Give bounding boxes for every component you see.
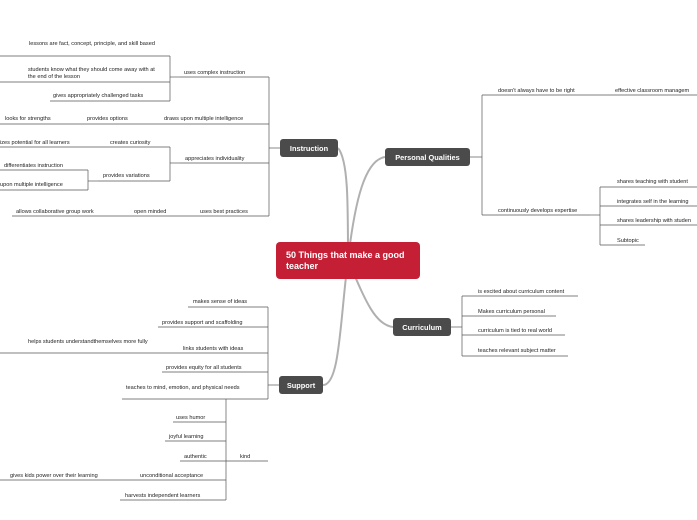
topic-mind-emotion-physical[interactable]: teaches to mind, emotion, and physical n… <box>126 385 240 391</box>
topic-tied-real-world[interactable]: curriculum is tied to real world <box>478 328 552 334</box>
branch-curriculum[interactable]: Curriculum <box>393 318 451 336</box>
curriculum-lines <box>451 295 578 357</box>
topic-uses-humor[interactable]: uses humor <box>176 415 206 421</box>
topic-support-scaffolding[interactable]: provides support and scaffolding <box>162 320 243 326</box>
topic-kids-power-learning[interactable]: gives kids power over their learning <box>10 473 98 479</box>
topic-shares-teaching[interactable]: shares teaching with student <box>617 179 688 185</box>
topic-students-know[interactable]: students know what they should come away… <box>28 67 155 80</box>
topic-excited-curriculum[interactable]: is excited about curriculum content <box>478 289 565 295</box>
topic-relevant-subject[interactable]: teaches relevant subject matter <box>478 348 556 354</box>
topic-kind[interactable]: kind <box>240 454 251 460</box>
branch-instruction[interactable]: Instruction <box>280 139 338 157</box>
topic-lessons-fact-concept[interactable]: lessons are fact, concept, principle, an… <box>29 41 155 47</box>
topic-equity-all-students[interactable]: provides equity for all students <box>166 365 242 371</box>
connector-personal <box>347 156 386 261</box>
topic-develops-expertise[interactable]: continuously develops expertise <box>498 208 578 214</box>
topic-appreciates-individuality[interactable]: appreciates individuality <box>185 156 245 162</box>
topic-potential-all-learners[interactable]: izes potential for all learners <box>0 140 70 146</box>
topic-not-always-right[interactable]: doesn't always have to be right <box>498 88 575 94</box>
instruction-lines <box>0 55 280 217</box>
topic-collaborative-group-work[interactable]: allows collaborative group work <box>16 209 94 215</box>
connector-instruction <box>337 147 349 261</box>
topic-draws-multiple-intelligence[interactable]: draws upon multiple intelligence <box>164 116 244 122</box>
topic-differentiates-instruction[interactable]: differentiates instruction <box>4 163 63 169</box>
personal-lines <box>470 94 697 246</box>
topic-uses-complex-instruction[interactable]: uses complex instruction <box>184 70 246 76</box>
connector-support <box>322 259 349 386</box>
topic-shares-leadership[interactable]: shares leadership with studen <box>617 218 692 224</box>
topic-joyful-learning[interactable]: joyful learning <box>169 434 204 440</box>
topic-uses-best-practices[interactable]: uses best practices <box>200 209 248 215</box>
topic-independent-learners[interactable]: harvests independent learners <box>125 493 201 499</box>
topic-helps-understand[interactable]: helps students understandthemselves more… <box>28 339 148 345</box>
topic-looks-for-strengths[interactable]: looks for strengths <box>5 116 51 122</box>
topic-creates-curiosity[interactable]: creates curiosity <box>110 140 151 146</box>
topic-provides-variations[interactable]: provides variations <box>103 173 150 179</box>
topic-integrates-self[interactable]: integrates self in the learning <box>617 199 689 205</box>
branch-support[interactable]: Support <box>279 376 323 394</box>
topic-subtopic[interactable]: Subtopic <box>617 238 639 244</box>
topic-provides-options[interactable]: provides options <box>87 116 128 122</box>
topic-links-students-ideas[interactable]: links students with ideas <box>183 346 244 352</box>
topic-open-minded[interactable]: open minded <box>134 209 167 215</box>
topic-authentic[interactable]: authentic <box>184 454 207 460</box>
topic-effective-classroom-management[interactable]: effective classroom managem <box>615 88 690 94</box>
topic-upon-multiple-intelligence[interactable]: upon multiple intelligence <box>0 182 63 188</box>
topic-unconditional-acceptance[interactable]: unconditional acceptance <box>140 473 204 479</box>
branch-personal-qualities[interactable]: Personal Qualities <box>385 148 470 166</box>
topic-gives-challenged-tasks[interactable]: gives appropriately challenged tasks <box>53 93 144 99</box>
support-lines <box>0 306 279 501</box>
topic-makes-sense-ideas[interactable]: makes sense of ideas <box>193 299 248 305</box>
central-topic[interactable]: 50 Things that make a good teacher <box>276 242 420 279</box>
topic-curriculum-personal[interactable]: Makes curriculum personal <box>478 309 545 315</box>
